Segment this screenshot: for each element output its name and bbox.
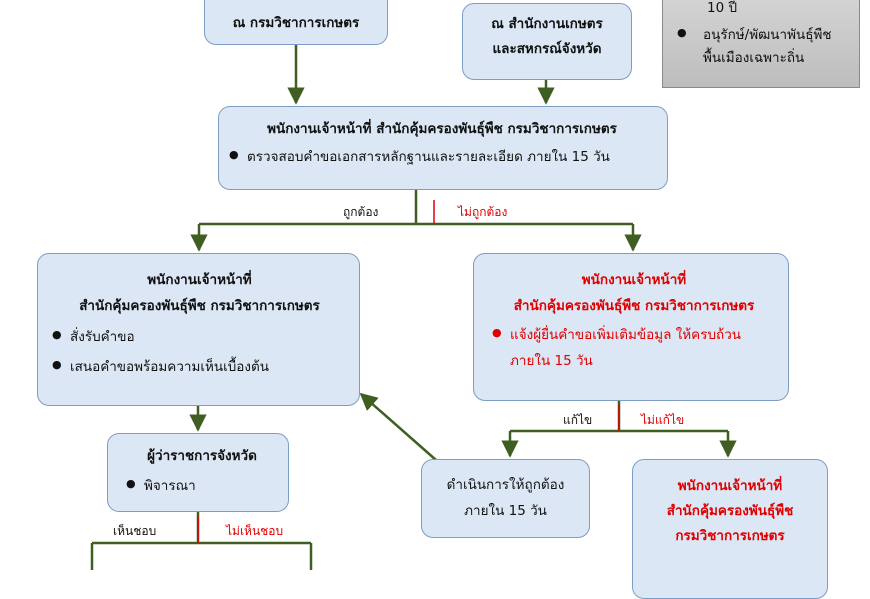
box-governor: ผู้ว่าราชการจังหวัด พิจารณา	[107, 433, 289, 512]
arrow-correct-to-accept	[359, 392, 437, 461]
box-doa-text: ณ กรมวิชาการเกษตร	[232, 15, 360, 31]
note-years: 10 ปี	[707, 0, 738, 16]
note-item-line1: อนุรักษ์/พัฒนาพันธุ์พืช	[703, 26, 832, 43]
box-notify-title1: พนักงานเจ้าหน้าที่	[581, 272, 687, 288]
box-check: พนักงานเจ้าหน้าที่ สำนักคุ้มครองพันธุ์พื…	[218, 106, 668, 190]
box-notify-item: แจ้งผู้ยื่นคำขอเพิ่มเติมข้อมูล ให้ครบถ้ว…	[492, 323, 776, 374]
info-note: 10 ปี อนุรักษ์/พัฒนาพันธุ์พืช พื้นเมืองเ…	[662, 0, 860, 88]
box-doa: ณ กรมวิชาการเกษตร	[204, 0, 388, 45]
label-not-fixed: ไม่แก้ไข	[641, 413, 685, 427]
box-governor-item: พิจารณา	[126, 474, 278, 500]
label-disagree: ไม่เห็นชอบ	[226, 524, 284, 538]
box-reject-title3: กรมวิชาการเกษตร	[675, 527, 785, 544]
box-notify-title2: สำนักคุ้มครองพันธุ์พืช กรมวิชาการเกษตร	[513, 297, 755, 314]
box-notify-item-line2: ภายใน 15 วัน	[510, 352, 593, 369]
connector-layer	[90, 45, 737, 570]
box-correct-line2: ภายใน 15 วัน	[464, 503, 547, 520]
box-reject-title2: สำนักคุ้มครองพันธุ์พืช	[666, 502, 794, 519]
box-provincial-line2: และสหกรณ์จังหวัด	[492, 40, 602, 57]
box-accept-item1: สั่งรับคำขอ	[52, 325, 347, 351]
label-fixed: แก้ไข	[563, 413, 593, 427]
box-check-item: ตรวจสอบคำขอเอกสารหลักฐานและรายละเอียด ภา…	[229, 145, 655, 171]
box-correct-line1: ดำเนินการให้ถูกต้อง	[446, 477, 565, 493]
box-check-title: พนักงานเจ้าหน้าที่ สำนักคุ้มครองพันธุ์พื…	[267, 121, 617, 137]
box-provincial: ณ สำนักงานเกษตร และสหกรณ์จังหวัด	[462, 3, 632, 80]
note-item-line2: พื้นเมืองเฉพาะถิ่น	[703, 49, 805, 66]
label-agree: เห็นชอบ	[113, 524, 157, 538]
box-governor-title: ผู้ว่าราชการจังหวัด	[147, 448, 257, 464]
box-reject-title1: พนักงานเจ้าหน้าที่	[677, 478, 783, 494]
box-notify: พนักงานเจ้าหน้าที่ สำนักคุ้มครองพันธุ์พื…	[473, 253, 789, 401]
note-item: อนุรักษ์/พัฒนาพันธุ์พืช พื้นเมืองเฉพาะถิ…	[677, 24, 849, 70]
box-correct: ดำเนินการให้ถูกต้อง ภายใน 15 วัน	[421, 459, 590, 538]
box-accept-title2: สำนักคุ้มครองพันธุ์พืช กรมวิชาการเกษตร	[79, 297, 320, 314]
label-incorrect: ไม่ถูกต้อง	[458, 205, 508, 219]
box-accept-item2: เสนอคำขอพร้อมความเห็นเบื้องต้น	[52, 355, 347, 381]
label-correct: ถูกต้อง	[343, 205, 379, 219]
box-notify-item-line1: แจ้งผู้ยื่นคำขอเพิ่มเติมข้อมูล ให้ครบถ้ว…	[510, 327, 742, 344]
box-provincial-line1: ณ สำนักงานเกษตร	[491, 16, 603, 32]
box-accept-title1: พนักงานเจ้าหน้าที่	[147, 272, 252, 288]
box-reject: พนักงานเจ้าหน้าที่ สำนักคุ้มครองพันธุ์พื…	[632, 459, 828, 599]
box-accept: พนักงานเจ้าหน้าที่ สำนักคุ้มครองพันธุ์พื…	[37, 253, 360, 406]
